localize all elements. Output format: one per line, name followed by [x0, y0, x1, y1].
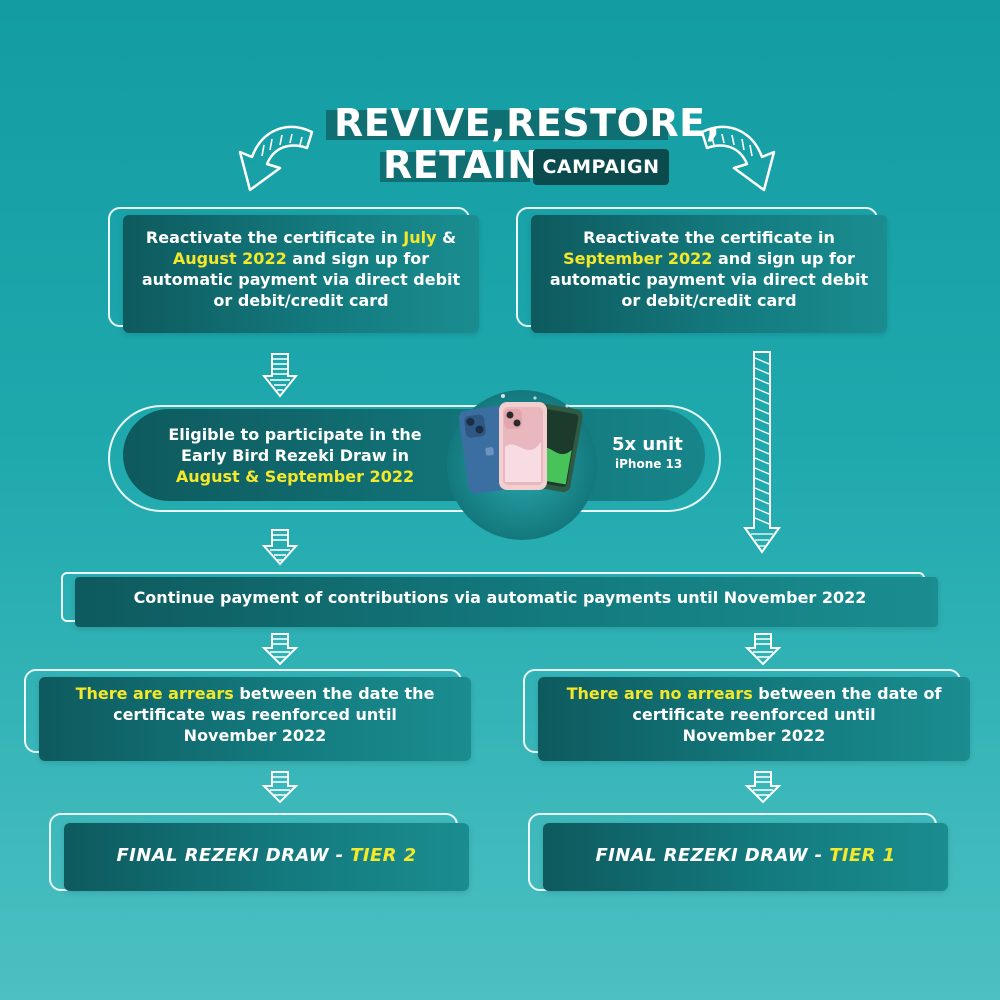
early-bird-text: Eligible to participate in the Early Bir… — [168, 425, 422, 486]
title-line-2: RETAIN — [383, 143, 540, 187]
continue-payment-box — [75, 577, 938, 627]
no-arrears-box — [538, 677, 970, 761]
down-arrow-icon — [261, 529, 299, 566]
early-bird-outline — [108, 405, 721, 512]
curved-arrow-left-icon — [238, 125, 314, 192]
curved-arrow-right-icon — [700, 125, 776, 192]
reactivate-september-box — [531, 215, 887, 333]
final-tier-2-box — [64, 823, 469, 891]
reactivate-july-august-box — [123, 215, 479, 333]
campaign-tag: CAMPAIGN — [533, 149, 669, 185]
title-band-1 — [326, 110, 668, 140]
continue-payment-text: Continue payment of contributions via au… — [133, 588, 867, 607]
down-arrow-icon — [261, 771, 299, 804]
title-band-2 — [380, 152, 530, 182]
down-arrow-icon — [261, 633, 299, 666]
arrears-box — [39, 677, 471, 761]
down-arrow-icon — [744, 771, 782, 804]
long-down-arrow-icon — [743, 351, 781, 554]
final-tier-1-box — [543, 823, 948, 891]
arrears-text: There are arrears between the date the c… — [75, 684, 435, 745]
prize-count: 5x unit — [612, 434, 683, 455]
reactivate-september-text: Reactivate the certificate in September … — [549, 228, 869, 310]
prize-name: iPhone 13 — [615, 457, 683, 471]
final-tier-2-text: FINAL REZEKI DRAW - TIER 2 — [116, 845, 417, 866]
title-line-1: REVIVE,RESTORE, — [334, 101, 721, 145]
no-arrears-text: There are no arrears between the date of… — [566, 684, 942, 745]
iphone-13-image — [458, 394, 583, 494]
reactivate-july-august-text: Reactivate the certificate in July & Aug… — [141, 228, 461, 310]
down-arrow-icon — [261, 353, 299, 398]
final-tier-1-text: FINAL REZEKI DRAW - TIER 1 — [595, 845, 896, 866]
down-arrow-icon — [744, 633, 782, 666]
early-bird-box — [123, 409, 705, 501]
